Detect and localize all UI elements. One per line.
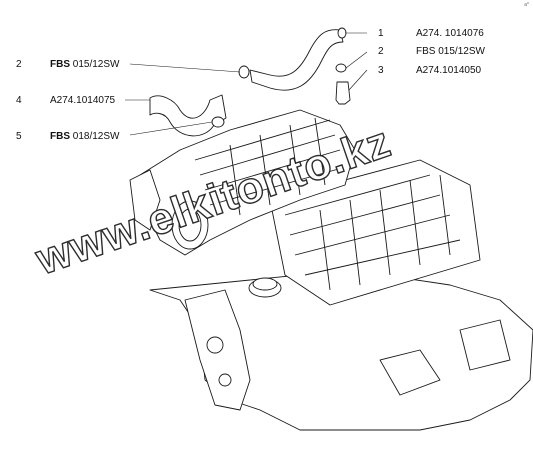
valve-cover [269,159,481,306]
part-code-prefix: FBS [50,59,70,70]
callout-left-5-code: FBS 018/12SW [50,131,119,143]
callout-number: 5 [16,131,22,142]
hose-clamp [238,65,250,79]
callout-left-5: 5 [16,131,22,143]
callout-left-2-code: FBS 015/12SW [50,59,119,71]
callout-left-4-code: A274.1014075 [50,95,115,107]
callout-right-2: 2 [378,46,384,58]
part-code-suffix: 018/12SW [70,131,120,142]
callout-left-4: 4 [16,95,22,107]
part-code-suffix: A274.1014075 [50,95,116,106]
callout-right-3-code: A274.1014050 [416,65,481,77]
part-code-suffix: 015/12SW [70,59,120,70]
leader-lines [125,32,368,136]
part-code: A274.1014050 [416,65,482,76]
callout-number: 4 [16,95,22,106]
callout-number: 3 [378,65,384,76]
callout-right-1: 1 [378,28,384,40]
callout-right-1-code: A274. 1014076 [416,28,484,40]
hose-4 [149,94,227,137]
callout-right-3: 3 [378,65,384,77]
callout-number: 1 [378,28,384,39]
hose-1 [249,29,344,91]
part-code-prefix: FBS [50,131,70,142]
callout-number: 2 [378,46,384,57]
part-code: FBS 015/12SW [416,46,485,57]
callout-right-2-code: FBS 015/12SW [416,46,485,58]
callout-number: 2 [16,59,22,70]
corner-mark: a* [524,2,529,8]
part-code: A274. 1014076 [416,28,484,39]
callout-left-2: 2 [16,59,22,71]
sensor-3 [335,81,351,105]
